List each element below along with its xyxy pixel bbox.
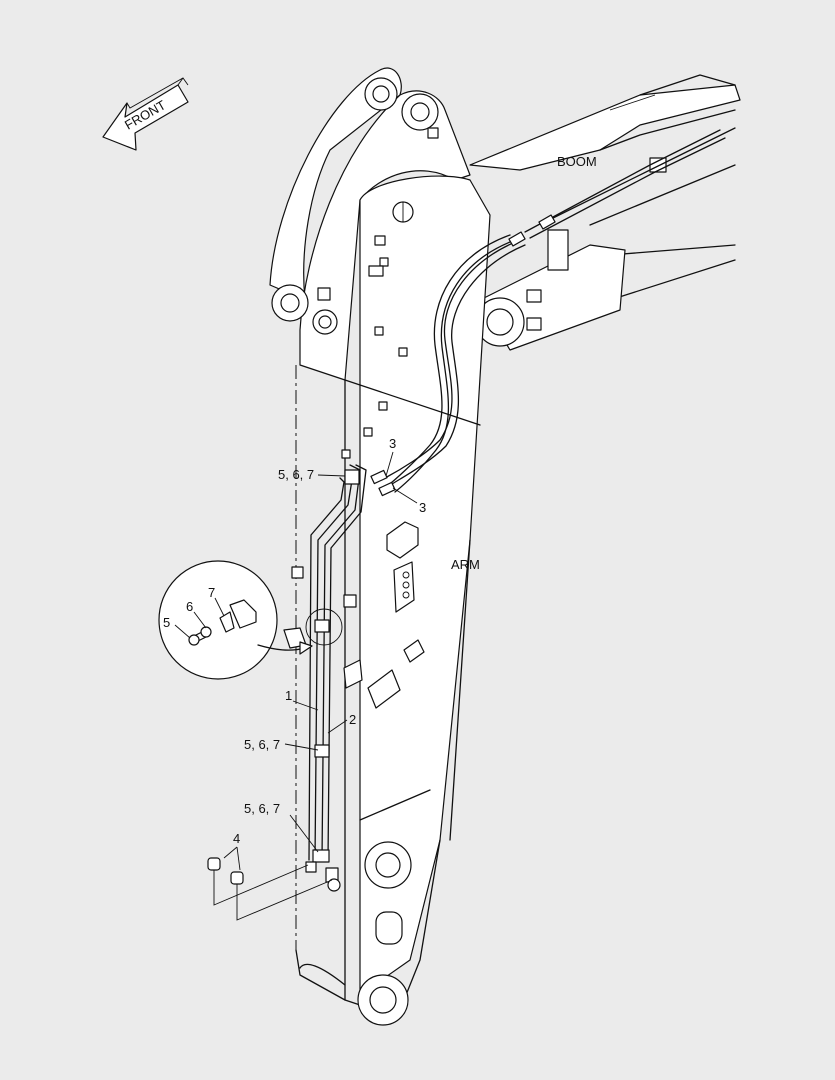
detail-callout-7: 7 (208, 585, 215, 600)
detail-callout-6: 6 (186, 599, 193, 614)
boom-label: BOOM (557, 154, 597, 169)
callout-2: 2 (349, 712, 356, 727)
callout-567-top: 5, 6, 7 (278, 467, 314, 482)
item-4-parts (207, 846, 333, 921)
arm-label: ARM (451, 557, 480, 572)
front-arrow: FRONT (102, 77, 189, 151)
callout-3-bottom: 3 (419, 500, 426, 515)
callout-1: 1 (285, 688, 292, 703)
detail-callout-5: 5 (163, 615, 170, 630)
detail-view (158, 560, 313, 680)
pipes (305, 464, 367, 892)
callout-4: 4 (233, 831, 240, 846)
callout-3-top: 3 (389, 436, 396, 451)
boom-structure (469, 74, 741, 351)
callout-567-mid: 5, 6, 7 (244, 737, 280, 752)
callout-567-low: 5, 6, 7 (244, 801, 280, 816)
hydraulic-hoses (370, 127, 736, 497)
arm-structure (269, 67, 491, 1026)
leader-lines (284, 451, 418, 853)
